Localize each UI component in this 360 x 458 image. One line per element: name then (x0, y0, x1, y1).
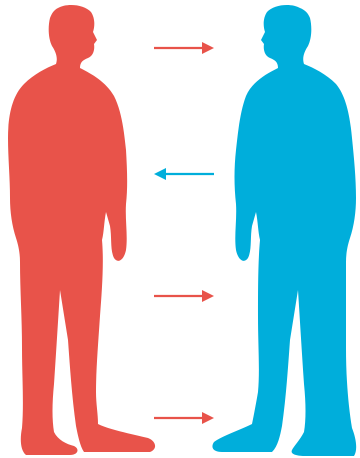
arrow-1-right (154, 42, 214, 54)
right-person-body (212, 5, 356, 456)
arrow-2-left (154, 168, 214, 180)
right-person-silhouette (212, 5, 356, 456)
left-person-silhouette (8, 5, 155, 455)
left-person-body (8, 5, 155, 455)
arrow-3-right (154, 290, 214, 302)
arrow-4-right (154, 412, 214, 424)
